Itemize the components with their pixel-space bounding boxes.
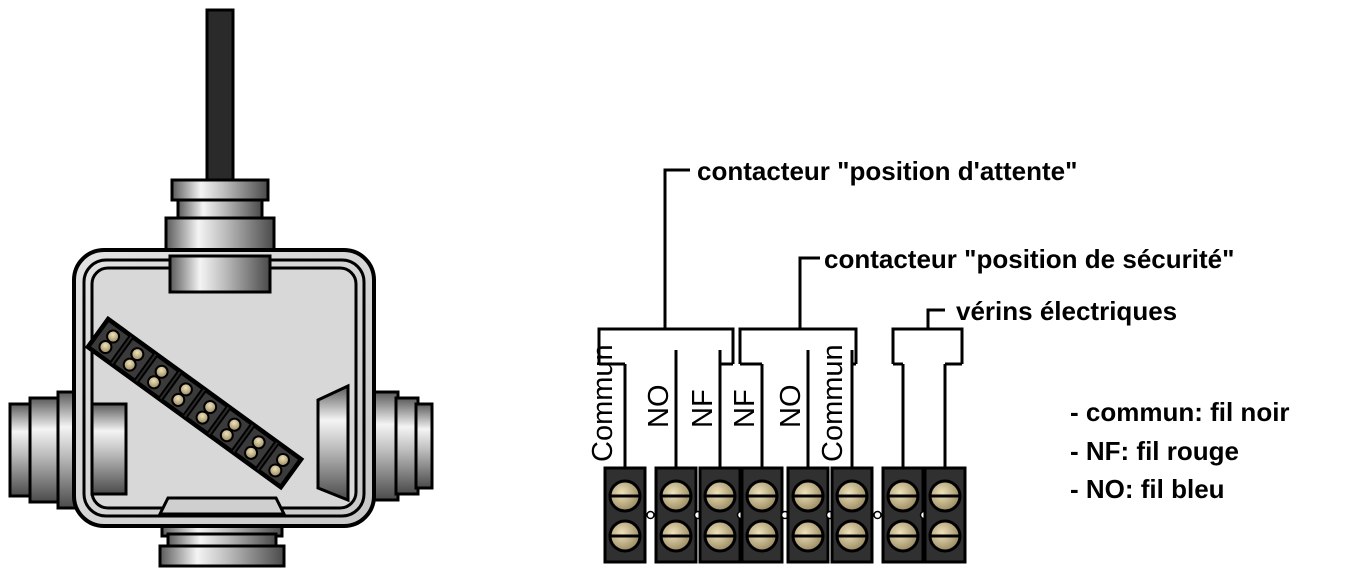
terminal [786, 466, 835, 564]
screw-icon [178, 382, 193, 397]
screw-icon [268, 463, 283, 478]
wire-label: NF [687, 389, 719, 428]
screw-icon [130, 347, 145, 362]
screw-icon [122, 357, 137, 372]
terminal [258, 442, 301, 487]
wiring-schematic: contacteur "position d'attente" contacte… [587, 156, 1290, 564]
screw-icon [146, 375, 161, 390]
terminal [698, 466, 746, 564]
screw-icon [251, 435, 266, 450]
terminal [233, 425, 277, 470]
terminal [603, 466, 655, 564]
screw-icon [219, 428, 234, 443]
wire-label: Commun [587, 344, 619, 462]
label-attente: contacteur "position d'attente" [697, 156, 1077, 186]
terminal [161, 372, 204, 417]
terminal [112, 337, 156, 381]
junction-box-icon [8, 8, 434, 568]
group-bracket-securite [738, 256, 858, 364]
screw-icon [171, 392, 186, 407]
terminal [923, 466, 967, 564]
group-bracket-verins [891, 308, 964, 364]
wire-labels: Commun NO NF NF NO Commun [587, 344, 849, 462]
terminal [185, 389, 228, 434]
group-bracket-attente [597, 168, 735, 364]
wire-lines [599, 350, 962, 472]
terminal [88, 319, 131, 364]
legend-item-no: - NO: fil bleu [1070, 474, 1225, 504]
terminal-link [646, 510, 655, 520]
screw-icon [244, 445, 259, 460]
wire-label: NF [729, 389, 761, 428]
terminal [830, 466, 882, 564]
terminal [654, 466, 703, 564]
cable-gland-icon [368, 390, 434, 502]
cable-gland-icon [158, 520, 286, 568]
legend-item-nf: - NF: fil rouge [1070, 436, 1239, 466]
wire-label: Commun [817, 344, 849, 462]
screw-icon [195, 410, 210, 425]
terminal-link [873, 510, 882, 520]
terminal [740, 466, 790, 564]
label-securite: contacteur "position de sécurité" [824, 244, 1234, 274]
cable-icon [205, 8, 235, 184]
terminal-block-icon [84, 315, 305, 491]
screw-icon [98, 340, 113, 355]
terminal [136, 354, 180, 399]
terminal-block-icon [603, 466, 967, 564]
cable-gland-icon [164, 178, 276, 256]
terminal [209, 407, 253, 452]
legend-item-commun: - commun: fil noir [1070, 397, 1290, 427]
wire-label: NO [775, 385, 807, 429]
label-verins: vérins électriques [956, 296, 1177, 326]
wire-label: NO [643, 385, 675, 429]
color-legend: - commun: fil noir - NF: fil rouge - NO:… [1070, 397, 1290, 504]
terminal [881, 466, 929, 564]
